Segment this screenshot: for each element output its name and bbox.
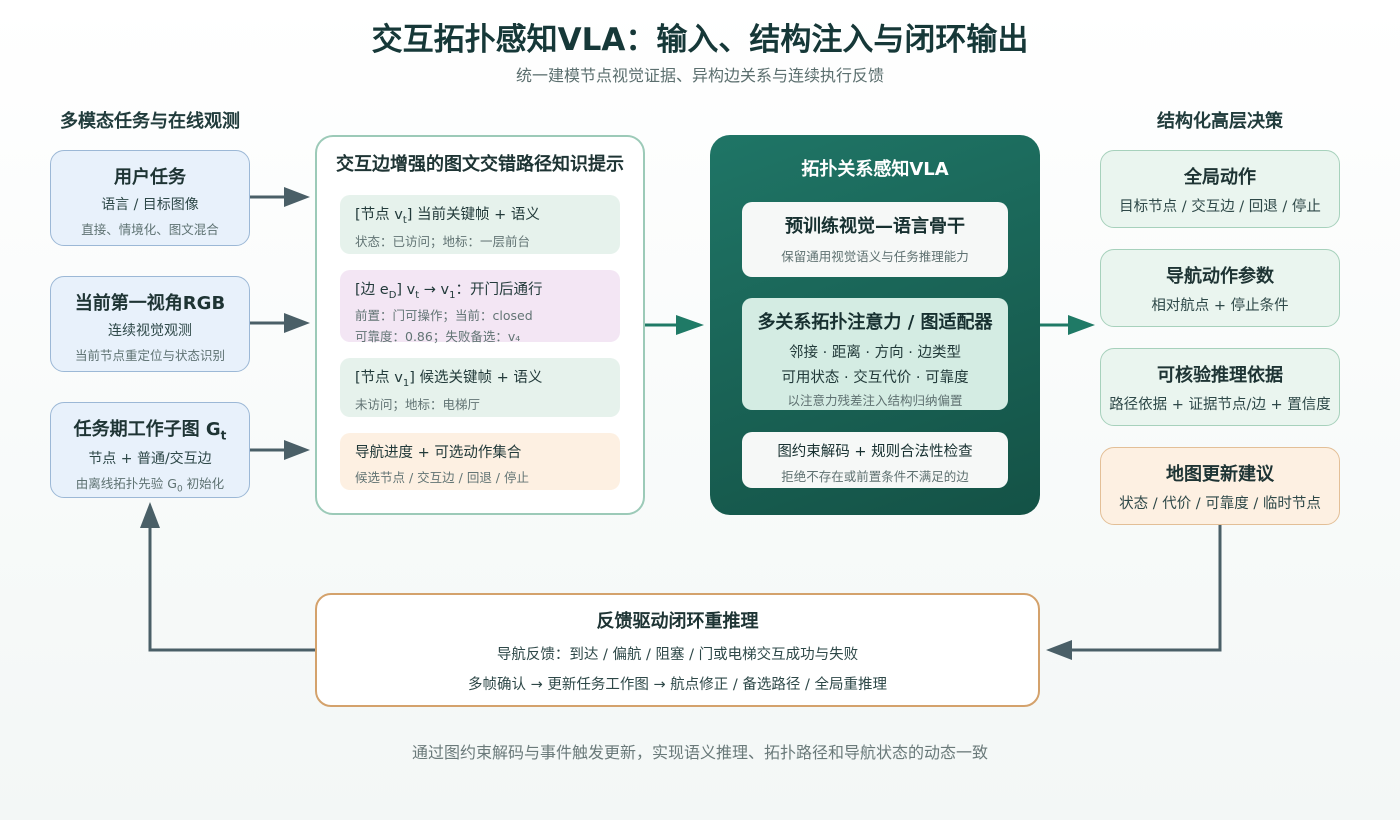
knowledge-prompt-title: 交互边增强的图文交错路径知识提示 <box>336 154 624 175</box>
vla-graph-adapter-sub: 以注意力残差注入结构归纳偏置 <box>787 393 963 408</box>
working-subgraph-box: 任务期工作子图 Gt 节点 + 普通/交互边 由离线拓扑先验 G0 初始化 <box>50 402 250 498</box>
user-task-line2: 直接、情境化、图文混合 <box>81 222 219 237</box>
prompt-card-candidate-node-line1: [节点 v1] 候选关键帧 + 语义 <box>355 370 543 389</box>
prompt-card-progress-actions: 导航进度 + 可选动作集合 候选节点 / 交互边 / 回退 / 停止 <box>340 433 620 490</box>
egocentric-rgb-line1: 连续视觉观测 <box>108 323 192 339</box>
page-subtitle: 统一建模节点视觉证据、异构边关系与连续执行反馈 <box>515 66 884 85</box>
nav-params-line1: 相对航点 + 停止条件 <box>1151 298 1289 314</box>
prompt-card-current-node-line2: 状态：已访问；地标：一层前台 <box>355 233 531 249</box>
vla-constrained-decoding-card: 图约束解码 + 规则合法性检查 拒绝不存在或前置条件不满足的边 <box>742 432 1008 488</box>
feedback-line2: 多帧确认 → 更新任务工作图 → 航点修正 / 备选路径 / 全局重推理 <box>468 677 887 693</box>
feedback-loop-box: 反馈驱动闭环重推理 导航反馈：到达 / 偏航 / 阻塞 / 门或电梯交互成功与失… <box>315 593 1040 707</box>
prompt-to-vla-arrow <box>645 315 704 335</box>
prompt-card-current-node: [节点 vt] 当前关键帧 + 语义 状态：已访问；地标：一层前台 <box>340 195 620 254</box>
map-update-line1: 状态 / 代价 / 可靠度 / 临时节点 <box>1119 496 1321 512</box>
vla-backbone-title: 预训练视觉—语言骨干 <box>785 216 965 237</box>
nav-params-title: 导航动作参数 <box>1166 266 1274 287</box>
reasoning-evidence-title: 可核验推理依据 <box>1157 365 1283 386</box>
global-action-title: 全局动作 <box>1184 167 1256 188</box>
egocentric-rgb-box: 当前第一视角RGB 连续视觉观测 当前节点重定位与状态识别 <box>50 276 250 372</box>
user-task-line1: 语言 / 目标图像 <box>101 197 199 213</box>
vla-to-output-arrow <box>1040 315 1095 335</box>
prompt-card-candidate-node-line2: 未访问；地标：电梯厅 <box>355 396 481 412</box>
vla-backbone-card: 预训练视觉—语言骨干 保留通用视觉语义与任务推理能力 <box>742 202 1008 277</box>
reasoning-evidence-line1: 路径依据 + 证据节点/边 + 置信度 <box>1109 397 1331 413</box>
feedback-to-subgraph-arrow <box>140 502 315 652</box>
prompt-card-current-node-line1: [节点 vt] 当前关键帧 + 语义 <box>355 207 540 226</box>
vla-graph-adapter-row2: 可用状态 · 交互代价 · 可靠度 <box>781 370 969 386</box>
prompt-card-interaction-edge-line2: 前置：门可操作；当前：closed <box>355 307 533 323</box>
reasoning-evidence-box: 可核验推理依据 路径依据 + 证据节点/边 + 置信度 <box>1100 348 1340 426</box>
topology-vla-title: 拓扑关系感知VLA <box>801 159 949 180</box>
user-task-title: 用户任务 <box>114 167 186 188</box>
working-subgraph-line1: 节点 + 普通/交互边 <box>88 450 212 467</box>
vla-graph-adapter-title: 多关系拓扑注意力 / 图适配器 <box>757 312 993 333</box>
egocentric-rgb-line2: 当前节点重定位与状态识别 <box>74 348 225 363</box>
prompt-card-interaction-edge: [边 eD] vt → v1：开门后通行 前置：门可操作；当前：closed 可… <box>340 270 620 344</box>
feedback-line1: 导航反馈：到达 / 偏航 / 阻塞 / 门或电梯交互成功与失败 <box>496 647 859 663</box>
map-update-to-feedback-arrow <box>1046 523 1222 660</box>
prompt-card-candidate-node: [节点 v1] 候选关键帧 + 语义 未访问；地标：电梯厅 <box>340 358 620 417</box>
global-action-box: 全局动作 目标节点 / 交互边 / 回退 / 停止 <box>1100 150 1340 228</box>
working-subgraph-title: 任务期工作子图 Gt <box>73 419 227 443</box>
egocentric-rgb-title: 当前第一视角RGB <box>74 293 226 314</box>
nav-params-box: 导航动作参数 相对航点 + 停止条件 <box>1100 249 1340 327</box>
feedback-title: 反馈驱动闭环重推理 <box>596 611 759 632</box>
user-task-box: 用户任务 语言 / 目标图像 直接、情境化、图文混合 <box>50 150 250 246</box>
vla-graph-adapter-card: 多关系拓扑注意力 / 图适配器 邻接 · 距离 · 方向 · 边类型 可用状态 … <box>742 298 1008 410</box>
input-to-prompt-arrows <box>250 187 310 460</box>
map-update-box: 地图更新建议 状态 / 代价 / 可靠度 / 临时节点 <box>1100 447 1340 525</box>
left-column-heading: 多模态任务与在线观测 <box>60 111 240 132</box>
vla-constrained-decoding-sub: 拒绝不存在或前置条件不满足的边 <box>781 469 969 484</box>
vla-backbone-sub: 保留通用视觉语义与任务推理能力 <box>781 249 969 264</box>
global-action-line1: 目标节点 / 交互边 / 回退 / 停止 <box>1119 199 1321 215</box>
prompt-card-progress-actions-line2: 候选节点 / 交互边 / 回退 / 停止 <box>355 470 529 485</box>
right-column-heading: 结构化高层决策 <box>1157 111 1283 132</box>
vla-constrained-decoding-title: 图约束解码 + 规则合法性检查 <box>777 444 973 460</box>
prompt-card-interaction-edge-line1: [边 eD] vt → v1：开门后通行 <box>355 282 543 301</box>
working-subgraph-line2: 由离线拓扑先验 G0 初始化 <box>75 475 225 495</box>
prompt-card-interaction-edge-line3: 可靠度：0.86；失败备选：v₄ <box>355 328 521 344</box>
map-update-title: 地图更新建议 <box>1166 464 1274 485</box>
vla-graph-adapter-row1: 邻接 · 距离 · 方向 · 边类型 <box>789 345 961 361</box>
page-title: 交互拓扑感知VLA：输入、结构注入与闭环输出 <box>371 22 1029 58</box>
footer-note: 通过图约束解码与事件触发更新，实现语义推理、拓扑路径和导航状态的动态一致 <box>411 743 988 762</box>
prompt-card-progress-actions-line1: 导航进度 + 可选动作集合 <box>355 445 522 461</box>
